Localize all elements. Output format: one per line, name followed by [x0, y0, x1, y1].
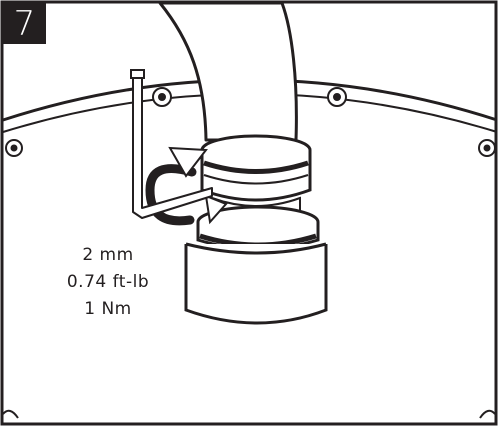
screw-left [152, 87, 172, 107]
screw-right [327, 87, 347, 107]
corner-mark-right [479, 409, 496, 419]
lower-collar [184, 205, 328, 325]
corner-mark-left [2, 409, 19, 419]
hex-key-icon [130, 69, 213, 219]
torque-ftlb-label: 0.74 ft-lb [66, 272, 150, 292]
screw-far-left [5, 139, 23, 157]
mounting-screws [5, 87, 496, 157]
rotation-arrow-icon [145, 146, 228, 226]
step-number-badge: 7 [3, 3, 46, 44]
hex-key-size-label: 2 mm [82, 245, 134, 265]
torque-nm-label: 1 Nm [84, 299, 132, 319]
screw-far-right [478, 139, 496, 157]
upper-tube [158, 1, 298, 142]
upper-collar [200, 134, 312, 202]
